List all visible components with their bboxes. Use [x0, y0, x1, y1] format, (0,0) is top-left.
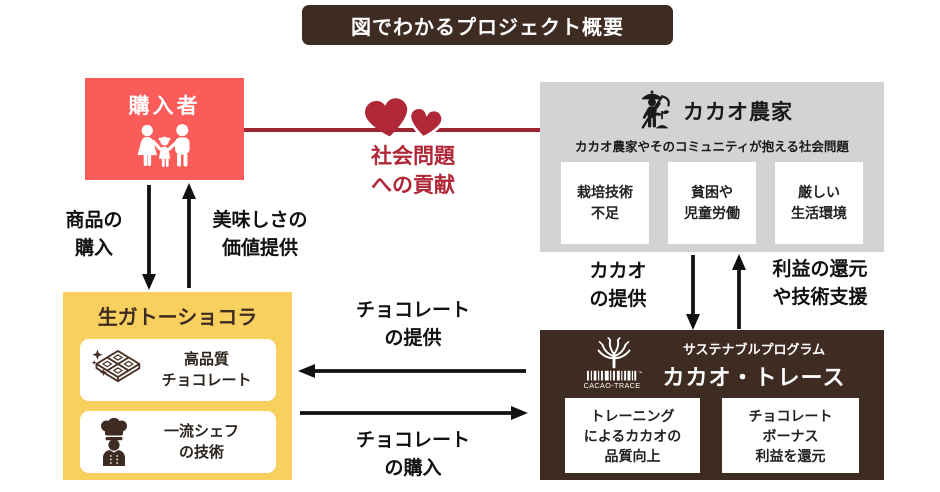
cacao-farmers-box: カカオ農家 カカオ農家やそのコミュニティが抱える社会問題 栽培技術 不足 貧困や… — [540, 82, 884, 252]
feature-card-quality: 高品質 チョコレート — [79, 339, 276, 401]
family-icon — [135, 123, 195, 169]
arrow-up-profit — [731, 254, 747, 330]
arrow-down-cacao — [685, 254, 701, 330]
issue-line: 生活環境 — [791, 205, 847, 221]
label-line: の提供 — [384, 328, 442, 349]
gateau-title: 生ガトーショコラ — [97, 307, 258, 329]
action-line: 品質向上 — [604, 447, 661, 464]
trace-name-label: カカオ・トレース — [662, 364, 846, 390]
trace-actions-row: トレーニング によるカカオの 品質向上 チョコレート ボーナス 利益を還元 — [565, 398, 859, 473]
issue-line: 児童労働 — [684, 205, 740, 221]
feature-text-chef: 一流シェフ の技術 — [134, 421, 270, 463]
label-line: の購入 — [384, 458, 442, 479]
cacao-trace-header: ™ CACAO-TRACE サステナブルプログラム カカオ・トレース — [579, 336, 846, 394]
social-line-2: への貢献 — [371, 174, 455, 197]
action-card-bonus: チョコレート ボーナス 利益を還元 — [722, 398, 859, 473]
label-line: や技術支援 — [772, 287, 868, 308]
hearts-icon — [363, 94, 455, 151]
feature-line: 一流シェフ — [163, 423, 239, 440]
feature-line: チョコレート — [161, 372, 252, 389]
feature-text-quality: 高品質 チョコレート — [144, 349, 270, 391]
page-title: 図でわかるプロジェクト概要 — [302, 5, 673, 45]
arrow-left-chocolate-provide — [298, 363, 528, 379]
cacao-farmers-subtitle: カカオ農家やそのコミュニティが抱える社会問題 — [575, 140, 849, 154]
label-line: 商品の — [65, 210, 123, 231]
label-cacao-provide: カカオ の提供 — [565, 258, 671, 314]
feature-line: 高品質 — [183, 351, 229, 368]
logo-text: CACAO-TRACE — [583, 381, 640, 390]
label-line: 美味しさの — [212, 210, 308, 231]
social-line-1: 社会問題 — [371, 145, 455, 168]
page-title-text: 図でわかるプロジェクト概要 — [351, 16, 624, 39]
arrow-right-chocolate-purchase — [298, 405, 528, 421]
action-line: チョコレート — [748, 407, 833, 424]
label-product-purchase: 商品の 購入 — [48, 207, 140, 263]
action-line: 利益を還元 — [755, 447, 826, 464]
issues-row: 栽培技術 不足 貧困や 児童労働 厳しい 生活環境 — [561, 162, 863, 244]
label-line: チョコレート — [355, 430, 470, 451]
feature-card-chef: 一流シェフ の技術 — [79, 411, 276, 473]
label-chocolate-provide: チョコレート の提供 — [343, 297, 483, 353]
trace-program-label: サステナブルプログラム — [682, 341, 826, 357]
arrow-down-purchase — [141, 183, 157, 290]
cacao-farmers-header: カカオ農家 — [631, 87, 793, 135]
purchaser-label: 購入者 — [128, 95, 201, 118]
label-line: カカオ — [589, 261, 647, 282]
issue-line: 厳しい — [798, 184, 840, 200]
cacao-trace-box: ™ CACAO-TRACE サステナブルプログラム カカオ・トレース トレーニン… — [540, 330, 884, 480]
label-chocolate-purchase: チョコレート の購入 — [343, 427, 483, 483]
label-line: チョコレート — [355, 300, 470, 321]
issue-line: 不足 — [591, 205, 619, 221]
issue-card-cultivation: 栽培技術 不足 — [561, 162, 649, 244]
label-line: 利益の還元 — [772, 259, 868, 280]
cacao-farmers-title: カカオ農家 — [683, 101, 793, 124]
action-line: トレーニング — [590, 407, 675, 424]
chocolate-icon — [90, 347, 144, 394]
label-line: 購入 — [74, 238, 113, 259]
arrow-up-value — [181, 183, 197, 290]
cacao-trace-titles: サステナブルプログラム カカオ・トレース — [663, 339, 846, 392]
action-line: によるカカオの — [583, 427, 682, 444]
feature-line: の技術 — [178, 444, 224, 461]
issue-line: 貧困や — [691, 184, 733, 200]
issue-line: 栽培技術 — [577, 184, 633, 200]
logo-tm: ™ — [638, 371, 642, 376]
label-taste-value: 美味しさの 価値提供 — [198, 207, 322, 263]
chef-icon — [94, 418, 134, 466]
issue-card-poverty: 貧困や 児童労働 — [668, 162, 756, 244]
gateau-chocolat-box: 生ガトーショコラ 高 — [63, 292, 292, 480]
label-profit-return: 利益の還元 や技術支援 — [756, 256, 884, 312]
label-line: の提供 — [589, 289, 647, 310]
cacao-trace-logo: ™ CACAO-TRACE — [579, 337, 649, 393]
social-contribution-caption: 社会問題 への貢献 — [348, 142, 478, 200]
purchaser-box: 購入者 — [85, 78, 244, 180]
action-line: ボーナス — [762, 427, 819, 444]
action-card-training: トレーニング によるカカオの 品質向上 — [565, 398, 700, 473]
label-line: 価値提供 — [221, 238, 298, 259]
issue-card-environment: 厳しい 生活環境 — [775, 162, 863, 244]
farmer-icon — [631, 89, 673, 133]
